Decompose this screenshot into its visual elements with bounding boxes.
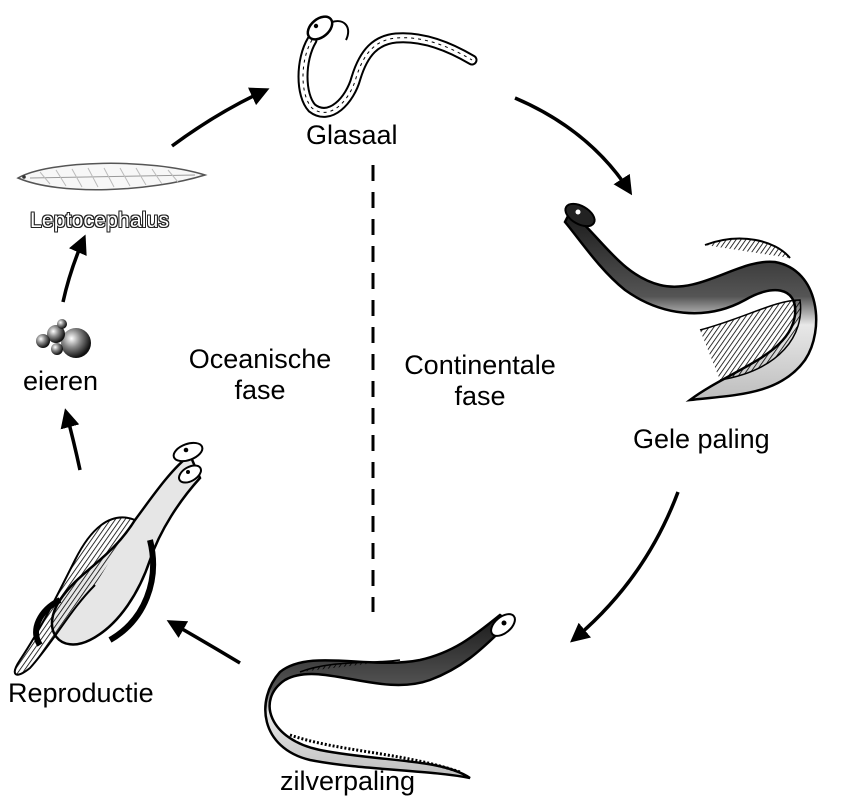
oceanic-phase-line2: fase xyxy=(234,375,286,405)
glasaal-illustration xyxy=(297,15,478,118)
continental-phase-line2: fase xyxy=(454,381,506,411)
arrow-zilverpaling-to-reproductie xyxy=(166,620,241,665)
continental-phase-line1: Continentale xyxy=(404,350,556,380)
leptocephalus-illustration xyxy=(16,162,208,191)
reproductie-illustration xyxy=(13,441,204,676)
label-glasaal: Glasaal xyxy=(306,120,398,150)
arrow-eieren-to-leptocephalus xyxy=(61,234,87,303)
label-oceanic-phase: Oceanische fase xyxy=(170,344,350,406)
eggs-illustration xyxy=(36,319,91,358)
gele-paling-illustration xyxy=(563,202,818,402)
label-continental-phase: Continentale fase xyxy=(385,350,575,412)
arrow-leptocephalus-to-glasaal xyxy=(170,87,270,148)
arrow-reproductie-to-eieren xyxy=(60,408,82,471)
oceanic-phase-line1: Oceanische xyxy=(188,344,332,374)
arrow-gele-paling-to-zilverpaling xyxy=(570,491,680,643)
label-gele-paling: Gele paling xyxy=(633,424,770,454)
label-leptocephalus: Leptocephalus xyxy=(30,209,170,232)
arrow-glasaal-to-gele-paling xyxy=(514,96,633,196)
label-zilverpaling: zilverpaling xyxy=(280,766,416,796)
label-eieren: eieren xyxy=(23,366,99,396)
label-reproductie: Reproductie xyxy=(8,678,154,708)
zilverpaling-illustration xyxy=(264,613,516,780)
